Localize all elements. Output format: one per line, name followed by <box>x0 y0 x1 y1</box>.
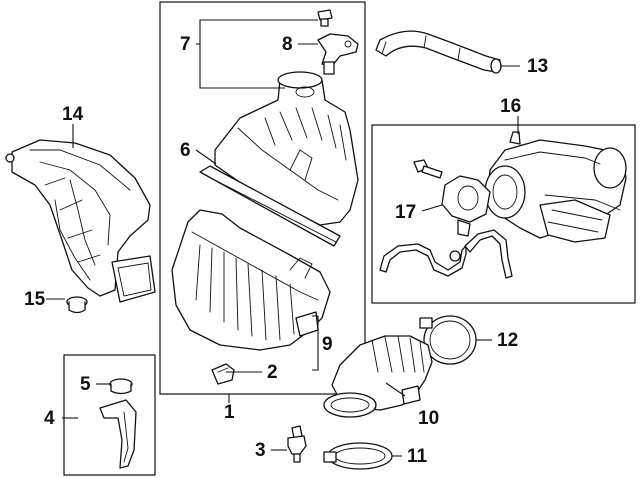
grommet-part-15 <box>66 296 88 314</box>
grommet-part-5 <box>109 378 133 395</box>
callout-17: 17 <box>395 202 416 223</box>
airflow-sensor-part <box>317 33 359 75</box>
lower-housing-part <box>171 209 331 351</box>
callout-16: 16 <box>500 96 521 117</box>
callout-15: 15 <box>24 289 46 310</box>
top-clip-part <box>317 9 333 27</box>
callout-3: 3 <box>255 440 266 461</box>
callout-7: 7 <box>180 34 191 55</box>
intake-tube-part <box>323 335 433 418</box>
callout-10: 10 <box>418 408 439 429</box>
hose-clamp-part-11 <box>323 442 393 470</box>
callout-4: 4 <box>44 408 55 429</box>
sensor-part-3 <box>287 425 307 463</box>
callout-2: 2 <box>267 362 278 383</box>
air-duct-part <box>5 139 156 303</box>
bracket-group-box <box>63 354 156 476</box>
bracket-part-4 <box>99 399 137 469</box>
callout-11: 11 <box>407 446 428 467</box>
filter-element-part <box>199 165 341 247</box>
breather-hose-part <box>375 30 502 74</box>
callout-12: 12 <box>497 330 518 351</box>
callout-5: 5 <box>80 374 91 395</box>
callout-9: 9 <box>322 334 333 355</box>
callout-14: 14 <box>62 104 84 125</box>
vacuum-hose-part <box>379 229 513 279</box>
leader-lines <box>46 19 520 457</box>
throttle-body-part <box>441 175 491 237</box>
throttle-assembly-part <box>484 131 627 243</box>
hose-clamp-part-12 <box>419 315 477 365</box>
throttle-body-group-box <box>371 124 636 304</box>
callout-1: 1 <box>224 402 235 423</box>
callout-8: 8 <box>282 34 293 55</box>
air-cleaner-group-box <box>159 1 366 395</box>
upper-housing-part <box>214 71 359 226</box>
fastener-part-2 <box>211 363 235 385</box>
bolt-part <box>413 159 443 179</box>
callout-6: 6 <box>180 140 191 161</box>
callout-13: 13 <box>527 56 548 77</box>
